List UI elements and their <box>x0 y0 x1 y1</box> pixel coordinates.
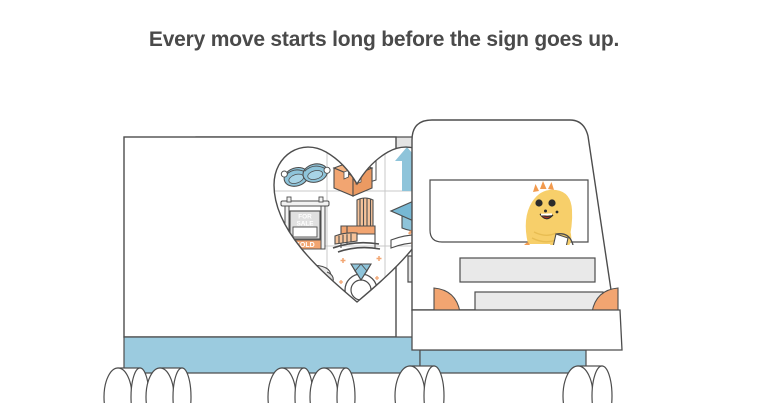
truck-cab <box>411 119 623 351</box>
sign-sold-banner: SOLD <box>295 242 314 249</box>
sign-line-1: FOR <box>298 214 312 221</box>
wheel <box>267 367 314 403</box>
moving-truck-illustration: FOR SALE SOLD <box>0 60 768 403</box>
heart-cell-rocking-chair <box>332 197 381 253</box>
page-title: Every move starts long before the sign g… <box>148 28 620 51</box>
truck-wheels-rear <box>103 367 356 403</box>
wheel <box>103 367 150 403</box>
wheel <box>394 365 445 403</box>
dinosaur-mascot-driver <box>522 181 574 245</box>
truck-trailer-box: FOR SALE SOLD <box>123 136 441 338</box>
truck-chassis <box>123 336 587 374</box>
wheel <box>145 367 192 403</box>
truck-grille <box>459 257 604 315</box>
truck-wheels-front <box>394 365 613 403</box>
wheel <box>309 367 356 403</box>
wheel <box>562 365 613 403</box>
heart-cell-baby-shoes <box>280 163 331 187</box>
sign-line-2: SALE <box>296 221 314 228</box>
